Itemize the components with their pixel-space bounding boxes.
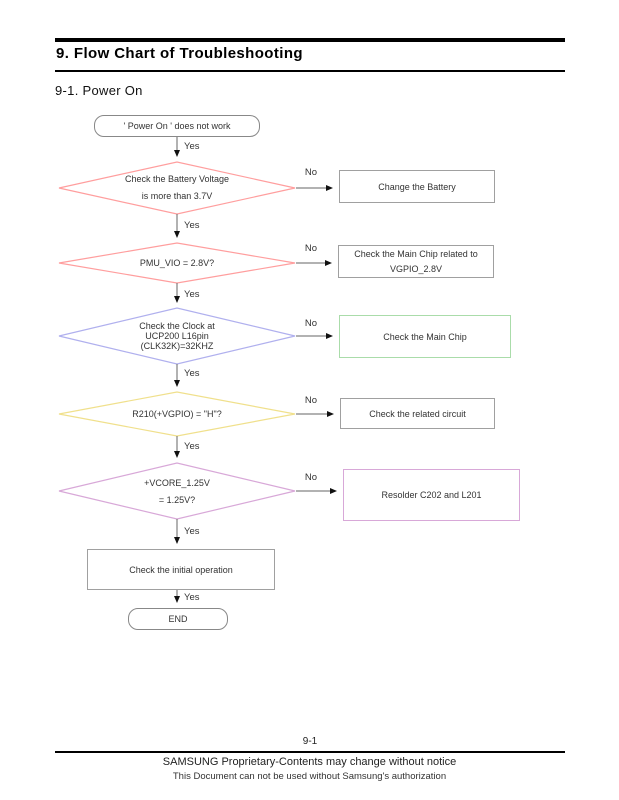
decision-clock-line-2: UCP200 L16pin (145, 331, 209, 341)
footer-authorization-notice: This Document can not be used without Sa… (172, 771, 447, 782)
end-node: END (128, 608, 228, 630)
decision-vgpio-line-1: R210(+VGPIO) = "H"? (132, 409, 222, 419)
decision-battery-label: Check the Battery Voltage is more than 3… (59, 171, 295, 205)
action-check-main-chip-vgpio: Check the Main Chip related to VGPIO_2.8… (338, 245, 494, 278)
decision-pmu-vio-line-1: PMU_VIO = 2.8V? (139, 258, 215, 268)
yes-label-6: Yes (184, 526, 200, 537)
action-check-main-chip-label: Check the Main Chip (383, 331, 467, 342)
decision-vcore-line-1: +VCORE_1.25V (144, 478, 210, 488)
footer-proprietary-notice: SAMSUNG Proprietary-Contents may change … (162, 756, 457, 768)
no-label-5: No (304, 472, 318, 483)
footer-rule (55, 751, 565, 753)
header-rule-top (55, 38, 565, 42)
page-title: 9. Flow Chart of Troubleshooting (56, 45, 303, 62)
decision-clock-line-1: Check the Clock at (139, 321, 215, 331)
action-resolder-label: Resolder C202 and L201 (381, 490, 482, 500)
no-label-3: No (304, 318, 318, 329)
action-resolder: Resolder C202 and L201 (343, 469, 520, 521)
start-node-label: ' Power On ' does not work (123, 121, 231, 131)
yes-label-3: Yes (184, 289, 200, 300)
end-node-label: END (168, 614, 188, 624)
no-label-4: No (304, 395, 318, 406)
no-label-2: No (304, 243, 318, 254)
action-check-main-chip-vgpio-line-2: VGPIO_2.8V (389, 263, 443, 274)
decision-diamond-pmu-vio (58, 242, 296, 284)
no-label-1: No (304, 167, 318, 178)
yes-label-2: Yes (184, 220, 200, 231)
process-check-initial-operation-label: Check the initial operation (129, 564, 233, 575)
decision-pmu-vio-label: PMU_VIO = 2.8V? (59, 258, 295, 269)
yes-label-5: Yes (184, 441, 200, 452)
decision-vgpio-label: R210(+VGPIO) = "H"? (59, 409, 295, 420)
decision-diamond-clock (58, 307, 296, 365)
decision-diamond-vgpio (58, 391, 296, 437)
decision-battery-line-2: is more than 3.7V (141, 191, 213, 201)
decision-vcore-line-2: = 1.25V? (158, 495, 196, 505)
decision-vcore-label: +VCORE_1.25V = 1.25V? (59, 475, 295, 509)
decision-clock-line-3: (CLK32K)=32KHZ (140, 341, 214, 351)
section-title: 9-1. Power On (55, 83, 143, 98)
process-check-initial-operation: Check the initial operation (87, 549, 275, 590)
decision-diamond-vcore (58, 462, 296, 520)
start-node: ' Power On ' does not work (94, 115, 260, 137)
yes-label-1: Yes (184, 141, 200, 152)
action-check-main-chip-vgpio-line-1: Check the Main Chip related to (354, 248, 478, 259)
decision-diamond-battery (58, 161, 296, 215)
page-number: 9-1 (302, 736, 318, 747)
action-check-main-chip: Check the Main Chip (339, 315, 511, 358)
action-check-related-circuit: Check the related circuit (340, 398, 495, 429)
action-check-related-circuit-label: Check the related circuit (369, 408, 466, 419)
action-change-battery: Change the Battery (339, 170, 495, 203)
yes-label-7: Yes (184, 592, 200, 603)
header-rule-bottom (55, 70, 565, 72)
yes-label-4: Yes (184, 368, 200, 379)
action-change-battery-label: Change the Battery (378, 181, 456, 192)
decision-clock-label: Check the Clock at UCP200 L16pin (CLK32K… (59, 321, 295, 351)
decision-battery-line-1: Check the Battery Voltage (124, 174, 230, 184)
